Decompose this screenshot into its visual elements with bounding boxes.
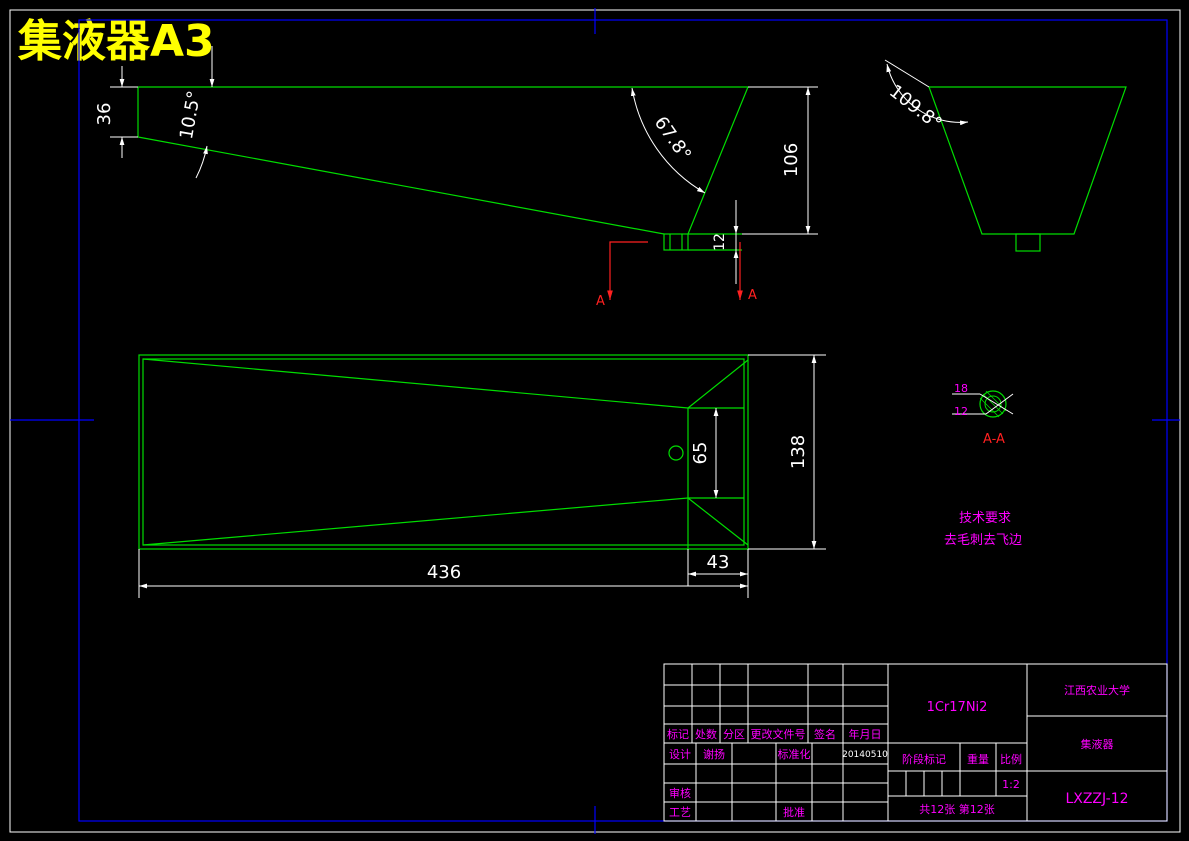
title-block [663, 663, 1168, 822]
tb-craft-label: 工艺 [669, 806, 691, 819]
section-a-a-view [952, 390, 1014, 418]
tb-company: 江西农业大学 [1064, 683, 1130, 697]
tb-approve-label: 批准 [783, 805, 805, 819]
side-view-dimension-lines [884, 59, 969, 126]
section-label-right: A [748, 288, 757, 303]
tb-sheet-count: 共12张 第12张 [919, 802, 995, 816]
tb-scale-value: 1:2 [1002, 778, 1020, 791]
tb-check-label: 审核 [669, 786, 691, 800]
tb-header-zone: 分区 [723, 728, 745, 741]
tb-drawing-name: 集液器 [1081, 737, 1114, 751]
inner-frame-border [78, 19, 1168, 822]
dim-43: 43 [707, 552, 730, 573]
tb-design-date: 20140510 [842, 750, 888, 760]
dim-36: 36 [94, 103, 115, 126]
section-cut-marks [607, 241, 743, 300]
side-view [928, 86, 1127, 252]
tb-weight-label: 重量 [967, 752, 989, 766]
tb-drawing-code: LXZZJ-12 [1065, 791, 1128, 807]
tb-header-change-doc: 更改文件号 [751, 727, 806, 741]
section-outer-dia: 18 [954, 382, 968, 395]
front-view [137, 86, 749, 251]
dim-436: 436 [427, 562, 461, 583]
sheet-title: 集液器A3 [18, 16, 215, 67]
tb-header-mark: 标记 [667, 727, 689, 741]
dim-138: 138 [788, 435, 809, 469]
dim-65: 65 [690, 442, 711, 465]
tb-scale-label: 比例 [1000, 752, 1022, 766]
dim-106: 106 [781, 143, 802, 177]
section-inner-dia: 12 [954, 405, 968, 418]
dim-12: 12 [712, 233, 728, 251]
top-view [138, 354, 749, 550]
tb-standardization-label: 标准化 [778, 747, 811, 761]
tb-header-date: 年月日 [849, 727, 882, 741]
top-view-dimension-lines [138, 354, 826, 598]
tb-header-count: 处数 [695, 728, 717, 741]
tb-designer-name: 谢扬 [703, 747, 725, 761]
tb-material: 1Cr17Ni2 [927, 700, 988, 715]
notes-heading: 技术要求 [959, 511, 1011, 526]
dim-10-5-deg: 10.5° [176, 89, 205, 141]
section-view-label: A-A [983, 432, 1005, 447]
tb-design-label: 设计 [669, 748, 691, 761]
front-view-dimension-lines [110, 46, 818, 284]
notes-line-1: 去毛刺去飞边 [944, 533, 1022, 548]
dim-67-8-deg: 67.8° [650, 113, 695, 165]
tb-header-sign: 签名 [814, 727, 836, 741]
section-label-left: A [596, 294, 605, 309]
tb-stage-label: 阶段标记 [902, 752, 946, 766]
